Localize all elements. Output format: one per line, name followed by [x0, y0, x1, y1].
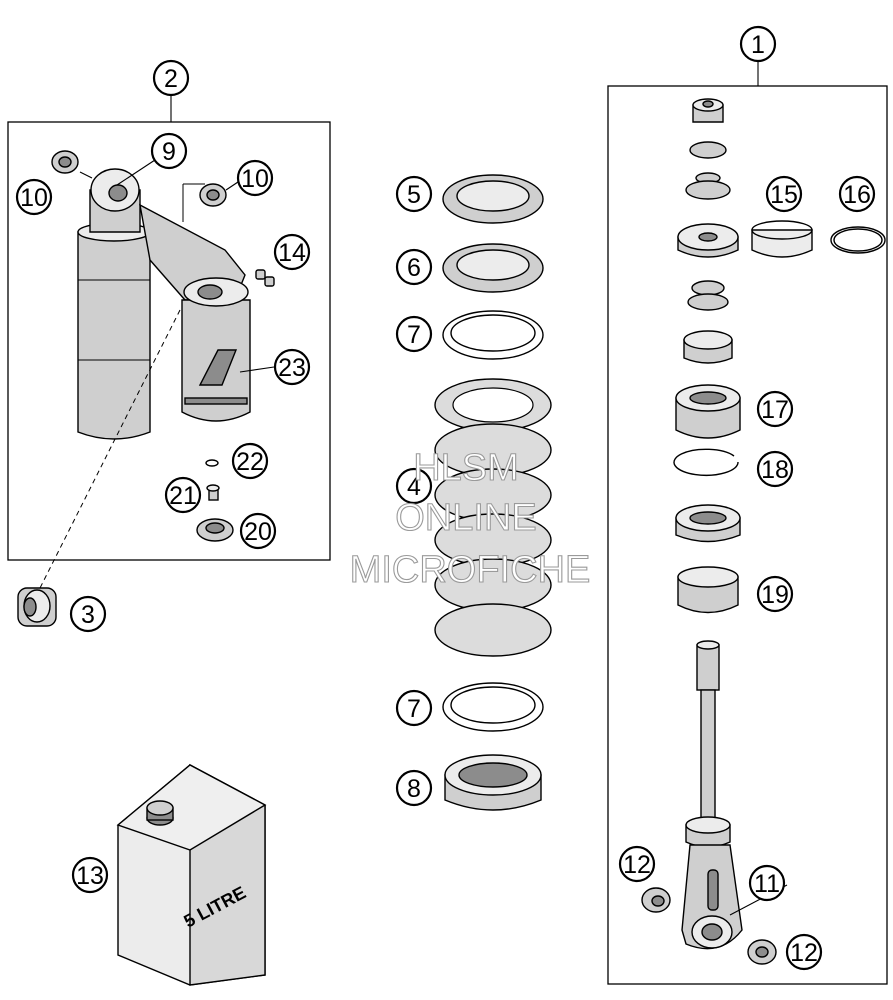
svg-text:13: 13: [76, 862, 104, 890]
callout-22: 22: [231, 442, 269, 480]
svg-text:14: 14: [278, 239, 306, 267]
callout-10-left: 10: [15, 178, 53, 216]
washer-7-top: [442, 310, 544, 360]
svg-text:21: 21: [169, 482, 197, 510]
spring-retainer-5: [442, 174, 544, 224]
adjuster-3: [17, 587, 57, 627]
callout-20: 20: [239, 512, 277, 550]
washer-7-bottom: [442, 682, 544, 732]
callout-6: 6: [395, 248, 433, 286]
svg-text:2: 2: [164, 65, 178, 93]
callout-4: 4: [395, 467, 433, 505]
callout-15: 15: [765, 175, 803, 213]
svg-text:7: 7: [407, 321, 421, 349]
watermark: HLSM ONLINE MICROFICHE: [349, 446, 591, 591]
callout-23: 23: [273, 348, 311, 386]
svg-text:11: 11: [754, 870, 780, 898]
spring-4: [434, 378, 552, 657]
svg-text:15: 15: [770, 181, 798, 209]
damper-assembly-frame: [607, 85, 888, 985]
callout-16: 16: [838, 175, 876, 213]
callout-7-bottom: 7: [395, 689, 433, 727]
svg-text:18: 18: [761, 456, 789, 484]
svg-text:4: 4: [407, 473, 421, 501]
svg-text:17: 17: [761, 396, 789, 424]
svg-text:3: 3: [81, 601, 95, 629]
callout-5: 5: [395, 175, 433, 213]
svg-text:19: 19: [761, 581, 789, 609]
watermark-line-3: MICROFICHE: [350, 549, 591, 591]
svg-text:16: 16: [843, 181, 871, 209]
oil-can-13: [116, 763, 267, 986]
bushing-10-right: [199, 181, 239, 207]
callout-18: 18: [756, 450, 794, 488]
spring-retainer-6: [442, 243, 544, 293]
pin-14: [255, 269, 275, 287]
cap-20: [196, 518, 234, 542]
shock-absorber-illustration: [37, 168, 251, 593]
callout-12-right: 12: [785, 933, 823, 971]
callout-19: 19: [756, 575, 794, 613]
svg-text:8: 8: [407, 775, 421, 803]
callout-17: 17: [756, 390, 794, 428]
washer-22: [205, 459, 219, 467]
bushing-10-left: [51, 150, 93, 179]
svg-text:10: 10: [20, 184, 48, 212]
damper-rod-parts: [641, 98, 886, 965]
callout-10-right: 10: [236, 159, 274, 197]
callout-8: 8: [395, 769, 433, 807]
callout-14: 14: [273, 233, 311, 271]
callout-11: 11: [748, 864, 786, 902]
valve-21: [206, 484, 220, 501]
callout-9: 9: [150, 132, 188, 170]
spring-seat-8: [444, 754, 542, 811]
callout-13: 13: [71, 856, 109, 894]
svg-text:10: 10: [241, 165, 269, 193]
svg-text:20: 20: [244, 518, 272, 546]
svg-text:6: 6: [407, 254, 421, 282]
svg-text:5: 5: [407, 181, 421, 209]
watermark-line-2: ONLINE: [395, 497, 536, 539]
callout-2: 2: [152, 59, 190, 97]
svg-text:1: 1: [751, 31, 765, 59]
callout-7-top: 7: [395, 315, 433, 353]
callout-3: 3: [69, 595, 107, 633]
callout-21: 21: [164, 476, 202, 514]
svg-text:12: 12: [623, 851, 651, 879]
svg-text:23: 23: [278, 354, 306, 382]
callout-1: 1: [739, 25, 777, 63]
shock-assembly-frame: [7, 121, 331, 561]
svg-text:12: 12: [790, 939, 818, 967]
svg-text:22: 22: [236, 448, 264, 476]
svg-text:9: 9: [162, 138, 176, 166]
watermark-line-1: HLSM: [413, 447, 519, 489]
svg-text:7: 7: [407, 695, 421, 723]
callout-12-left: 12: [618, 845, 656, 883]
